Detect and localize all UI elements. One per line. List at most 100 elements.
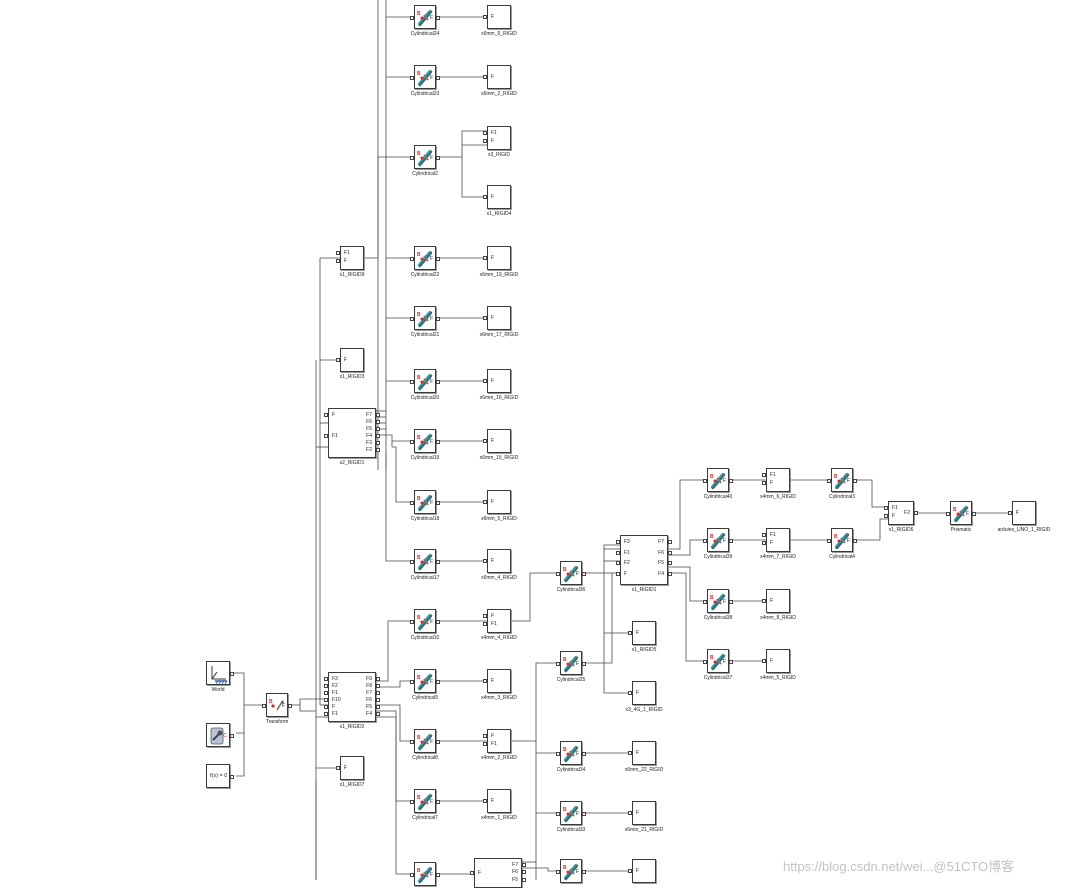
block-name-label[interactable]: Cylindrical25 — [556, 677, 586, 683]
frame-port[interactable] — [668, 571, 672, 576]
follower-port[interactable] — [436, 440, 440, 444]
frame-port[interactable] — [324, 413, 328, 417]
block-name-label[interactable]: x1_RIGID6 — [888, 527, 914, 533]
rigid-block-x6mm-6-rigid[interactable]: F — [483, 5, 511, 29]
rigid-block-x1-rigid4[interactable]: F — [483, 185, 511, 209]
base-port[interactable] — [703, 479, 707, 483]
frame-port[interactable] — [376, 677, 380, 681]
rigid-block-x6mm-19-rigid[interactable]: F — [483, 246, 511, 270]
follower-port[interactable] — [853, 479, 857, 483]
config-block-mechconfig[interactable]: C — [206, 723, 234, 747]
frame-port[interactable] — [470, 871, 474, 875]
rigid-block-x6mm-2-rigid[interactable]: F — [483, 65, 511, 89]
rigid-block-x4mm-1-rigid[interactable]: F — [483, 789, 511, 813]
solver-block-solver[interactable]: f(x) = 0 — [206, 764, 234, 788]
follower-port[interactable] — [729, 600, 733, 604]
block-name-label[interactable]: Cylindrical22 — [410, 272, 440, 278]
block-name-label[interactable]: x2_RIGID1 — [339, 460, 365, 466]
follower-port[interactable] — [436, 317, 440, 321]
block-name-label[interactable]: Cylindrical24 — [410, 31, 440, 37]
block-name-label[interactable]: x4mm_2_RIGID — [481, 755, 517, 761]
frame-port[interactable] — [376, 691, 380, 695]
block-name-label[interactable]: Prismatic — [950, 527, 972, 533]
follower-port[interactable] — [436, 76, 440, 80]
block-name-label[interactable]: Cylindrical18 — [410, 516, 440, 522]
frame-port[interactable] — [376, 413, 380, 417]
follower-port[interactable] — [436, 257, 440, 261]
block-name-label[interactable]: World — [211, 687, 225, 693]
frame-port[interactable] — [483, 256, 487, 260]
frame-port[interactable] — [483, 139, 487, 143]
frame-port[interactable] — [628, 869, 632, 873]
rigid-block-x3-4g-1-rigid[interactable]: F — [628, 681, 656, 705]
base-port[interactable] — [703, 660, 707, 664]
follower-port[interactable] — [582, 870, 586, 874]
frame-port[interactable] — [483, 439, 487, 443]
block-name-label[interactable]: Cylindrical2 — [412, 171, 438, 177]
frame-port[interactable] — [616, 550, 620, 555]
block-name-label[interactable]: Transform — [265, 719, 289, 725]
frame-port[interactable] — [628, 631, 632, 635]
rigid-block-x6mm-5-rigid[interactable]: F — [483, 490, 511, 514]
block-name-label[interactable]: x6mm_2_RIGID — [481, 91, 517, 97]
block-name-label[interactable]: Cylindrical21 — [410, 332, 440, 338]
base-port[interactable] — [410, 257, 414, 261]
follower-port[interactable] — [729, 479, 733, 483]
block-name-label[interactable]: x6mm_5_RIGID — [481, 516, 517, 522]
frame-port[interactable] — [483, 559, 487, 563]
block-name-label[interactable]: x1_RIGID5 — [631, 647, 657, 653]
follower-port[interactable] — [729, 539, 733, 543]
frame-port[interactable] — [616, 540, 620, 544]
block-name-label[interactable]: arduino_UNO_1_RIGID — [997, 527, 1051, 533]
frame-port[interactable] — [762, 599, 766, 603]
frame-port[interactable] — [522, 870, 526, 875]
block-name-label[interactable]: Cylindrical10 — [410, 635, 440, 641]
block-name-label[interactable]: x6mm_6_RIGID — [481, 31, 517, 37]
frame-port[interactable] — [324, 684, 328, 688]
frame-port[interactable] — [483, 379, 487, 383]
block-name-label[interactable]: x6mm_19_RIGID — [479, 272, 519, 278]
frame-port[interactable] — [762, 481, 766, 485]
base-port[interactable] — [556, 572, 560, 576]
frame-port[interactable] — [336, 251, 340, 255]
follower-port[interactable] — [729, 660, 733, 664]
rigid-block-x1-rigid3[interactable]: F — [336, 348, 364, 372]
follower-port[interactable] — [436, 620, 440, 624]
base-port[interactable] — [556, 662, 560, 666]
rigid-block-x6mm-15-rigid[interactable]: F — [483, 429, 511, 453]
frame-port[interactable] — [336, 259, 340, 263]
block-name-label[interactable]: x4mm_4_RIGID — [481, 635, 517, 641]
frame-port[interactable] — [376, 427, 380, 431]
follower-port[interactable] — [288, 704, 292, 708]
block-name-label[interactable]: Cylindrical38 — [703, 615, 733, 621]
block-name-label[interactable]: Cylindrical34 — [556, 767, 586, 773]
frame-port[interactable] — [483, 734, 487, 738]
follower-port[interactable] — [436, 873, 440, 877]
base-port[interactable] — [410, 156, 414, 160]
block-name-label[interactable]: Cylindrical20 — [410, 395, 440, 401]
base-port[interactable] — [410, 560, 414, 564]
frame-port[interactable] — [324, 691, 328, 695]
block-name-label[interactable]: x6mm_21_RIGID — [624, 827, 664, 833]
base-port[interactable] — [556, 812, 560, 816]
block-name-label[interactable]: x1_RIGID2 — [339, 724, 365, 730]
frame-port[interactable] — [884, 514, 888, 518]
block-name-label[interactable]: Cylindrical7 — [412, 815, 438, 821]
frame-port[interactable] — [668, 561, 672, 565]
frame-port[interactable] — [376, 712, 380, 716]
frame-port[interactable] — [616, 561, 620, 565]
base-port[interactable] — [410, 16, 414, 20]
